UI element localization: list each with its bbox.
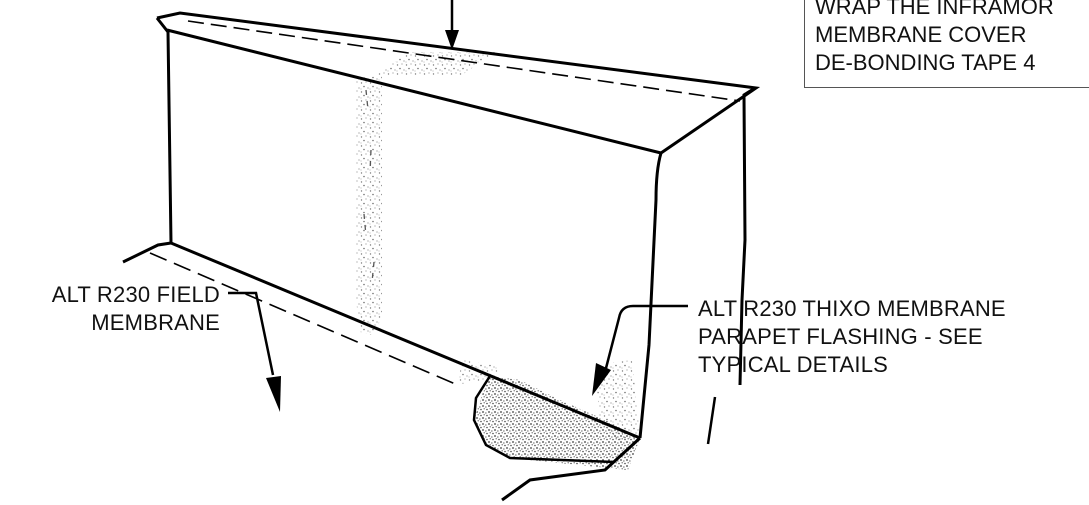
note-line-3: DE-BONDING TAPE 4	[815, 50, 1036, 75]
right-callout-leader	[592, 304, 688, 396]
left-callout-label: ALT R230 FIELD MEMBRANE	[6, 281, 220, 337]
roof-base-lines	[122, 241, 642, 502]
parapet-front-face	[155, 17, 756, 439]
right-callout-line-1: ALT R230 THIXO MEMBRANE	[698, 296, 1006, 321]
left-callout-line-2: MEMBRANE	[91, 310, 220, 335]
right-callout-line-3: TYPICAL DETAILS	[698, 352, 889, 377]
base-flashing	[452, 360, 640, 470]
membrane-joint-strip	[356, 52, 495, 335]
left-callout-line-1: ALT R230 FIELD	[51, 282, 220, 307]
note-line-2: MEMBRANE COVER	[815, 22, 1027, 47]
left-callout-leader	[228, 291, 281, 412]
note-line-1: WRAP THE INFRAMOR	[815, 0, 1054, 19]
parapet-top	[156, 11, 761, 155]
right-callout-line-2: PARAPET FLASHING - SEE	[698, 324, 983, 349]
right-callout-label: ALT R230 THIXO MEMBRANE PARAPET FLASHING…	[698, 295, 1006, 379]
right-callout-tick	[706, 396, 717, 445]
note-box: WRAP THE INFRAMOR MEMBRANE COVER DE-BOND…	[804, 0, 1089, 88]
top-leader-arrow	[445, 0, 459, 50]
